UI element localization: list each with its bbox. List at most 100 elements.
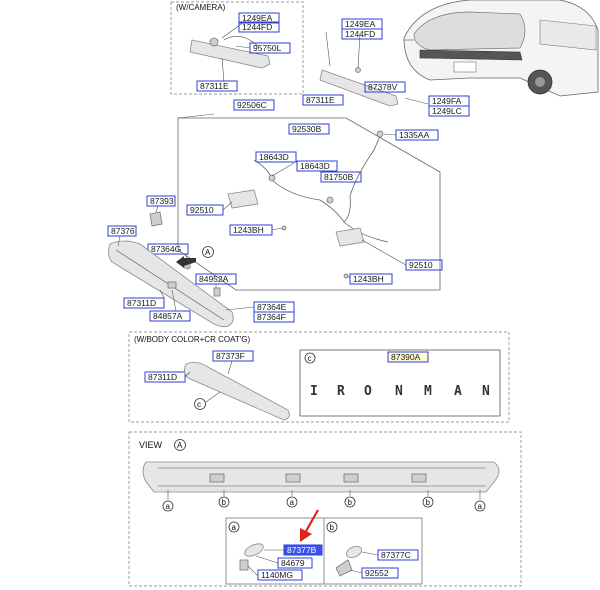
part-number-92510: 92510	[190, 205, 214, 215]
part-number-1249FA: 1249FA	[432, 96, 462, 106]
callout-a-text: a	[478, 502, 483, 511]
body-color-garnish-part	[184, 362, 290, 421]
part-number-1243BH: 1243BH	[353, 274, 384, 284]
callout-a-text: a	[290, 498, 295, 507]
wiring-panel: 92506C 92530B 1335AA 18643D 18643D 81750…	[177, 99, 443, 291]
part-label-box[interactable]	[349, 273, 393, 285]
emblem-letter: M	[424, 384, 432, 399]
callout-c	[194, 398, 206, 410]
callout-b-text: b	[348, 498, 353, 507]
part-label-box[interactable]	[277, 557, 313, 569]
part-number-87364F: 87364F	[257, 312, 286, 322]
part-label-box[interactable]	[147, 243, 189, 255]
part-number-1244FD: 1244FD	[242, 22, 272, 32]
part-number-87390A: 87390A	[391, 352, 421, 362]
callout-c-text: c	[197, 400, 201, 409]
callout-b-text: b	[222, 498, 227, 507]
screw-part	[343, 273, 349, 279]
emblem-letter: R	[337, 384, 345, 399]
part-number-1140MG: 1140MG	[261, 570, 293, 580]
part-number-84679: 84679	[281, 558, 305, 568]
part-label-box[interactable]	[196, 80, 238, 92]
vehicle-rear-illustration	[403, 0, 599, 97]
grommet-part	[376, 130, 384, 138]
part-label-box[interactable]	[387, 351, 429, 363]
clip-part	[149, 211, 163, 227]
callout-A	[174, 439, 186, 451]
part-number-81750B: 81750B	[324, 172, 354, 182]
body-color-caption: (W/BODY COLOR+CR COAT'G)	[134, 335, 250, 344]
part-number-87393: 87393	[150, 196, 174, 206]
part-number-1249EA: 1249EA	[345, 19, 376, 29]
part-label-box[interactable]	[288, 123, 330, 135]
clip-a-part	[244, 543, 264, 557]
emblem-lettering: I R O N M A N	[310, 384, 490, 399]
part-number-92530B: 92530B	[292, 124, 322, 134]
part-number-1243BH: 1243BH	[233, 225, 264, 235]
callout-b-text: b	[330, 523, 335, 532]
view-a-panel-frame	[128, 431, 522, 587]
callout-a-text: a	[166, 502, 171, 511]
part-label-box[interactable]	[233, 99, 275, 111]
view-arrow	[176, 256, 196, 268]
part-label-box[interactable]	[257, 569, 303, 581]
part-number-87311D: 87311D	[127, 298, 156, 308]
part-number-1249LC: 1249LC	[432, 106, 462, 116]
view-a-panel: VIEW A a b a b b a	[128, 431, 522, 587]
part-number-92510: 92510	[409, 260, 433, 270]
part-label-box[interactable]	[364, 81, 406, 93]
emblem-letter: N	[482, 384, 490, 399]
camera-panel: (W/CAMERA) 1249EA 1244FD 95750L 87311E	[170, 1, 304, 95]
emblem-letter: N	[395, 384, 403, 399]
callout-c-text: c	[308, 354, 312, 363]
part-label-box[interactable]	[149, 310, 191, 322]
part-number-1335AA: 1335AA	[399, 130, 430, 140]
callout-b-text: b	[426, 498, 431, 507]
emblem-letter: I	[310, 384, 318, 399]
part-number-18643D: 18643D	[300, 161, 330, 171]
connector-part	[268, 174, 276, 182]
part-label-box[interactable]	[123, 297, 165, 309]
body-color-panel-frame	[128, 331, 510, 423]
emblem-letter: A	[454, 384, 462, 399]
camera-wire	[223, 35, 259, 47]
camera-caption: (W/CAMERA)	[176, 3, 226, 12]
part-label-box[interactable]	[253, 311, 295, 323]
emblem-clip-part	[167, 281, 177, 289]
part-label-box[interactable]	[107, 225, 137, 237]
part-number-87376: 87376	[111, 226, 135, 236]
part-number-84857A: 84857A	[153, 311, 183, 321]
part-number-92552: 92552	[365, 568, 389, 578]
view-caption: VIEW	[139, 440, 163, 450]
part-label-box[interactable]	[249, 42, 291, 54]
part-label-box[interactable]	[302, 94, 344, 106]
license-lamp-part	[335, 227, 365, 247]
callout-A-text: A	[177, 441, 183, 450]
part-label-box[interactable]	[428, 105, 470, 117]
red-pointer-arrow	[300, 509, 319, 542]
part-label-box[interactable]	[377, 549, 419, 561]
part-number-87377B: 87377B	[287, 545, 317, 555]
part-label-box[interactable]	[341, 28, 383, 40]
part-label-box[interactable]	[146, 195, 176, 207]
part-label-box[interactable]	[238, 21, 280, 33]
part-label-box[interactable]	[212, 350, 254, 362]
part-number-87373F: 87373F	[216, 351, 245, 361]
connector-part	[326, 196, 334, 204]
part-label-box[interactable]	[320, 171, 362, 183]
callout-a-text: a	[232, 523, 237, 532]
part-label-box[interactable]	[296, 160, 338, 172]
emblem-letter: O	[364, 384, 372, 399]
clip-b-stem	[335, 559, 353, 577]
part-number-87377C: 87377C	[381, 550, 411, 560]
part-label-box[interactable]	[255, 151, 297, 163]
callout-c	[304, 352, 316, 364]
wiring-panel-frame	[177, 117, 441, 291]
part-label-box[interactable]	[238, 12, 280, 24]
part-label-box[interactable]	[361, 567, 399, 579]
license-lamp-part	[227, 189, 259, 209]
emblem-box	[299, 349, 501, 417]
garnish-rear-view	[142, 461, 500, 493]
part-label-box-highlighted[interactable]	[283, 544, 323, 556]
